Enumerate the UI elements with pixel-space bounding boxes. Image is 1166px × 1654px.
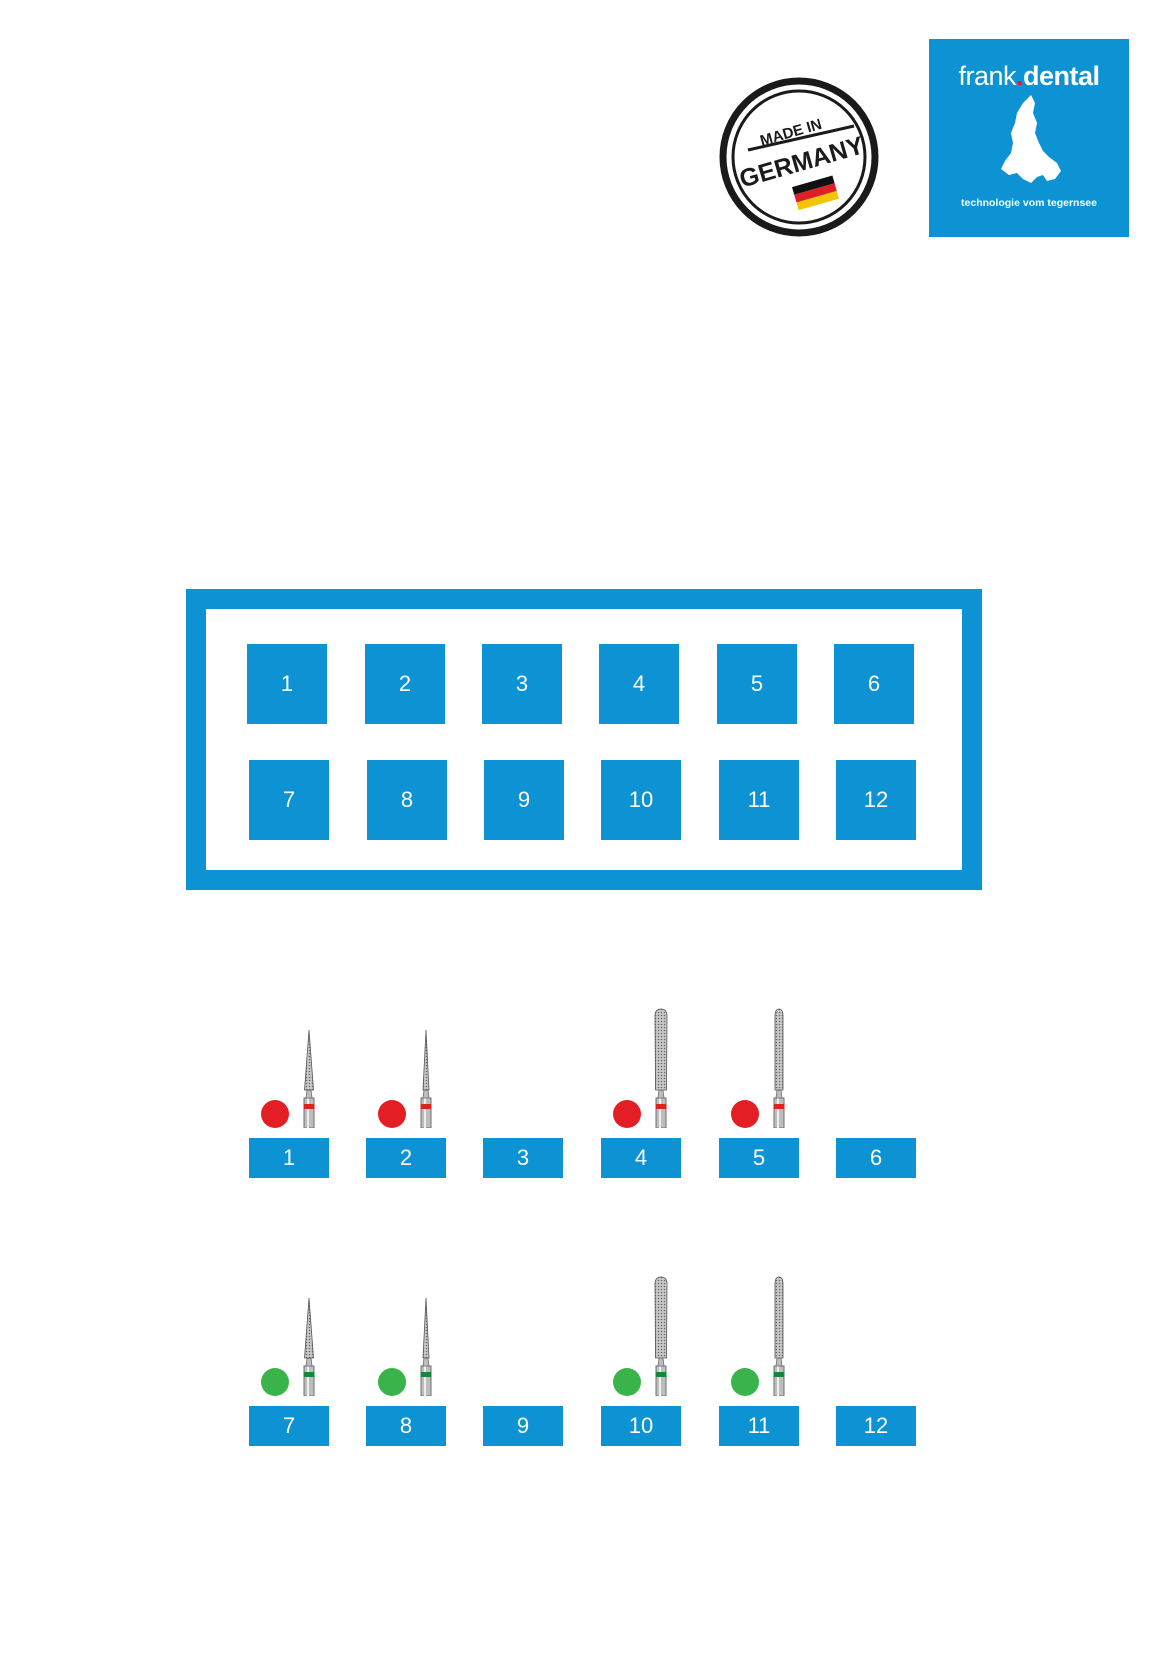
bur-label-3: 3 bbox=[483, 1138, 563, 1178]
dental-bur-icon bbox=[299, 1296, 319, 1401]
bur-label-4: 4 bbox=[601, 1138, 681, 1178]
tray-slot-6: 6 bbox=[834, 644, 914, 724]
bur-label-5: 5 bbox=[719, 1138, 799, 1178]
tray-slot-10: 10 bbox=[601, 760, 681, 840]
dental-bur-icon bbox=[651, 1008, 671, 1133]
tray-slot-8: 8 bbox=[367, 760, 447, 840]
grit-color-dot bbox=[261, 1368, 289, 1396]
logo-tagline: technologie vom tegernsee bbox=[961, 197, 1097, 209]
grit-color-dot bbox=[261, 1100, 289, 1128]
frank-dental-logo: frank.dental technologie vom tegernsee bbox=[929, 39, 1129, 237]
dental-bur-icon bbox=[416, 1296, 436, 1401]
bur-label-9: 9 bbox=[483, 1406, 563, 1446]
grit-color-dot bbox=[613, 1100, 641, 1128]
bur-label-7: 7 bbox=[249, 1406, 329, 1446]
dental-bur-icon bbox=[651, 1276, 671, 1401]
bur-label-2: 2 bbox=[366, 1138, 446, 1178]
tray-slot-11: 11 bbox=[719, 760, 799, 840]
grit-color-dot bbox=[731, 1368, 759, 1396]
tray-slot-9: 9 bbox=[484, 760, 564, 840]
bur-label-8: 8 bbox=[366, 1406, 446, 1446]
tray-slot-3: 3 bbox=[482, 644, 562, 724]
bur-label-1: 1 bbox=[249, 1138, 329, 1178]
made-in-germany-seal: MADE IN GERMANY bbox=[718, 76, 880, 243]
grit-color-dot bbox=[613, 1368, 641, 1396]
brand-name: frank.dental bbox=[958, 61, 1100, 91]
tray-slot-4: 4 bbox=[599, 644, 679, 724]
dental-bur-icon bbox=[769, 1276, 789, 1401]
bur-label-11: 11 bbox=[719, 1406, 799, 1446]
dental-bur-icon bbox=[769, 1008, 789, 1133]
grit-color-dot bbox=[731, 1100, 759, 1128]
bur-label-10: 10 bbox=[601, 1406, 681, 1446]
grit-color-dot bbox=[378, 1100, 406, 1128]
german-flag-icon bbox=[792, 175, 840, 211]
grit-color-dot bbox=[378, 1368, 406, 1396]
tegernsee-lake-icon bbox=[1001, 95, 1061, 183]
dental-bur-icon bbox=[416, 1028, 436, 1133]
tray-slot-7: 7 bbox=[249, 760, 329, 840]
tray-slot-2: 2 bbox=[365, 644, 445, 724]
tray-slot-12: 12 bbox=[836, 760, 916, 840]
bur-label-12: 12 bbox=[836, 1406, 916, 1446]
tray-slot-1: 1 bbox=[247, 644, 327, 724]
dental-bur-icon bbox=[299, 1028, 319, 1133]
seal-icon: MADE IN GERMANY bbox=[719, 77, 879, 237]
bur-label-6: 6 bbox=[836, 1138, 916, 1178]
tray-slot-5: 5 bbox=[717, 644, 797, 724]
